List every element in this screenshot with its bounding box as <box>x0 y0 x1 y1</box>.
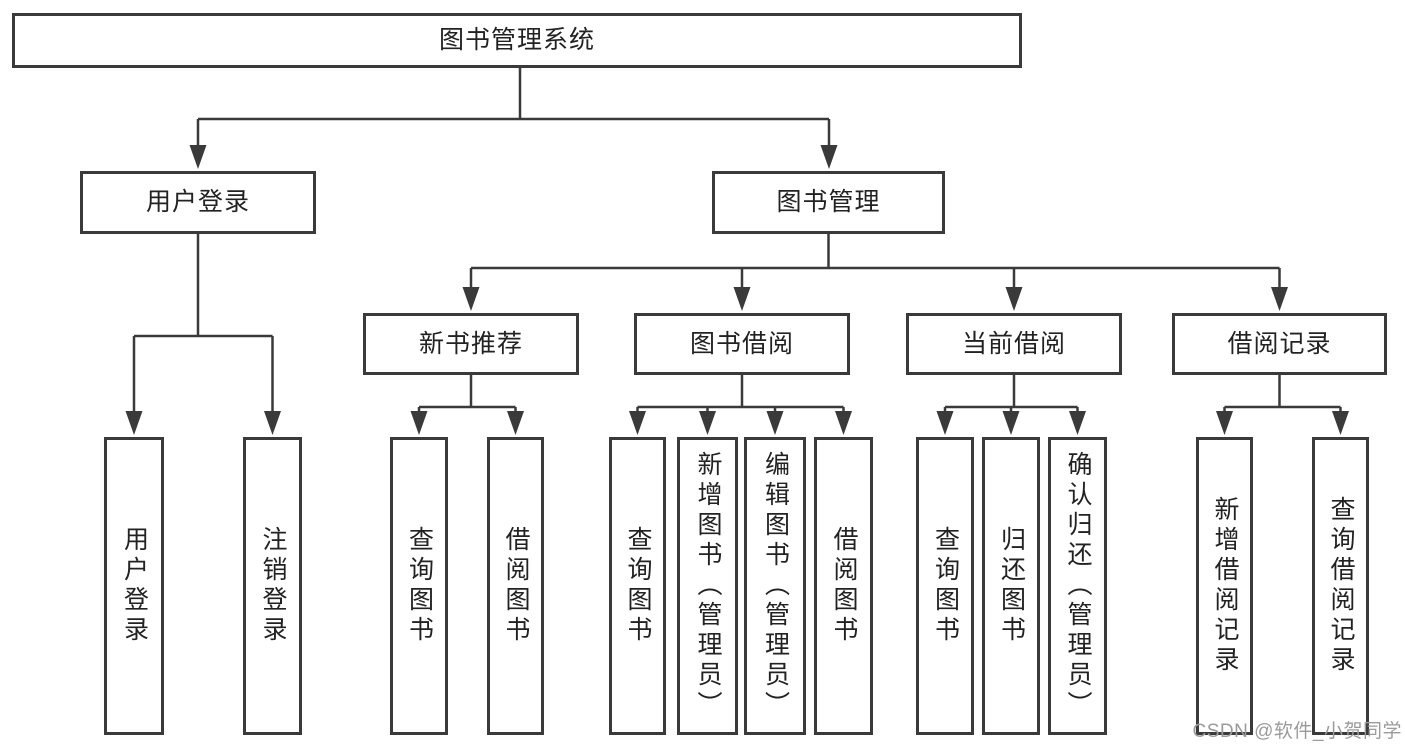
node-library-management-system: 图书管理系统 <box>12 13 1022 68</box>
node-new-book-recommend: 新书推荐 <box>363 313 579 375</box>
leaf-label: 新增借阅记录 <box>1211 496 1239 676</box>
node-label: 图书管理 <box>776 188 881 216</box>
arrowhead-icon <box>766 411 784 435</box>
leaf-label: 查询图书 <box>405 526 434 646</box>
leaf-records-query-record: 查询借阅记录 <box>1312 437 1369 735</box>
leaf-borrowing-query-books: 查询图书 <box>609 437 666 735</box>
arrowhead-icon <box>1332 411 1349 435</box>
leaf-newbook-query-books: 查询图书 <box>390 437 448 735</box>
leaf-label: 借阅图书 <box>830 526 858 646</box>
leaf-label: 确认归还（管理员） <box>1064 451 1092 721</box>
arrowhead-icon <box>1271 287 1288 311</box>
arrowhead-icon <box>507 411 524 435</box>
leaf-user-login: 用户登录 <box>104 437 164 735</box>
node-book-borrowing: 图书借阅 <box>634 313 850 375</box>
node-user-login: 用户登录 <box>80 171 316 234</box>
arrowhead-icon <box>410 411 428 435</box>
leaf-label: 新增图书（管理员） <box>694 451 722 721</box>
arrowhead-icon <box>1069 411 1086 435</box>
node-borrowing-records: 借阅记录 <box>1172 313 1387 375</box>
arrowhead-icon <box>189 145 207 169</box>
leaf-borrowing-borrow-books: 借阅图书 <box>814 437 873 735</box>
node-book-management: 图书管理 <box>712 171 945 234</box>
arrowhead-icon <box>462 287 480 311</box>
arrowhead-icon <box>264 411 281 435</box>
arrowhead-icon <box>125 411 143 435</box>
node-current-borrowing: 当前借阅 <box>906 313 1122 375</box>
node-label: 图书管理系统 <box>438 26 595 54</box>
leaf-label: 用户登录 <box>120 526 149 646</box>
leaf-label: 查询图书 <box>624 526 652 646</box>
arrowhead-icon <box>820 145 838 169</box>
arrowhead-icon <box>835 411 852 435</box>
arrowhead-icon <box>699 411 716 435</box>
leaf-logout: 注销登录 <box>243 437 302 735</box>
leaf-label: 查询借阅记录 <box>1327 496 1355 676</box>
node-label: 借阅记录 <box>1227 329 1332 358</box>
arrowhead-icon <box>936 411 954 435</box>
leaf-label: 编辑图书（管理员） <box>761 451 790 721</box>
arrowhead-icon <box>1005 287 1023 311</box>
leaf-borrowing-add-books-admin: 新增图书（管理员） <box>677 437 738 735</box>
leaf-borrowing-edit-books-admin: 编辑图书（管理员） <box>744 437 806 735</box>
leaf-current-query-books: 查询图书 <box>916 437 974 735</box>
leaf-label: 查询图书 <box>931 526 960 646</box>
leaf-label: 借阅图书 <box>502 526 530 646</box>
leaf-newbook-borrow-books: 借阅图书 <box>487 437 544 735</box>
leaf-current-return-books: 归还图书 <box>982 437 1040 735</box>
arrowhead-icon <box>1002 411 1020 435</box>
leaf-records-add-record: 新增借阅记录 <box>1196 437 1253 735</box>
node-label: 当前借阅 <box>961 329 1066 358</box>
arrowhead-icon <box>1216 411 1233 435</box>
csdn-watermark: CSDN @软件_小贺同学 <box>1192 721 1402 742</box>
node-label: 用户登录 <box>145 188 250 216</box>
arrowhead-icon <box>733 287 751 311</box>
leaf-label: 注销登录 <box>259 526 287 646</box>
leaf-current-confirm-return-admin: 确认归还（管理员） <box>1048 437 1107 735</box>
arrowhead-icon <box>629 411 646 435</box>
node-label: 新书推荐 <box>418 329 523 358</box>
node-label: 图书借阅 <box>689 329 794 358</box>
leaf-label: 归还图书 <box>997 526 1026 646</box>
